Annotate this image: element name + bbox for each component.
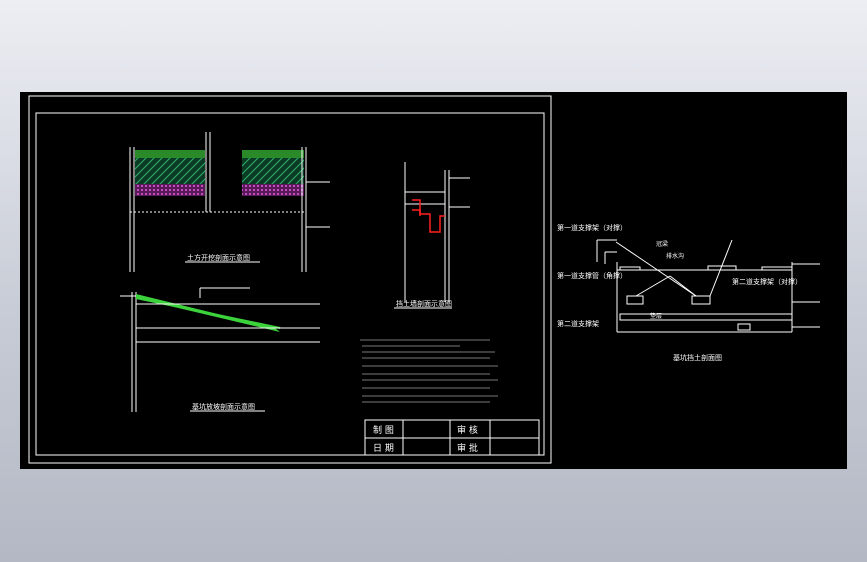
sheet-inner-frame bbox=[35, 112, 545, 456]
title-block-approve-label: 审 批 bbox=[457, 442, 478, 454]
label-first-support-left: 第一道支撑架（对撑） bbox=[557, 223, 627, 232]
pile-section-title: 基坑挡土剖面图 bbox=[673, 353, 722, 362]
notes-block bbox=[360, 339, 498, 403]
label-crown-beam: 冠梁 bbox=[656, 240, 668, 248]
label-second-support: 第二道支撑架 bbox=[557, 319, 599, 328]
label-first-support-mid: 第一道支撑管（角撑） bbox=[557, 271, 627, 280]
cad-drawing-canvas: 土方开挖剖面示意图 基坑放坡剖面示意图 挡土墙剖面示意图 bbox=[20, 92, 847, 469]
label-bottom-slab: 垫层 bbox=[650, 312, 662, 320]
retaining-section-title: 挡土墙剖面示意图 bbox=[396, 299, 452, 308]
slope-section-drawing: 基坑放坡剖面示意图 bbox=[120, 287, 320, 412]
excavation-section-drawing: 土方开挖剖面示意图 bbox=[129, 132, 330, 272]
title-block-date-label: 日 期 bbox=[373, 443, 394, 454]
label-second-support-right: 第二道支撑架（对撑） bbox=[732, 277, 802, 286]
pile-section-drawing: 第一道支撑架（对撑） 第一道支撑管（角撑） 第二道支撑架 第二道支撑架（对撑） … bbox=[557, 223, 820, 362]
title-block-drawn-label: 制 图 bbox=[373, 424, 394, 436]
sheet-outer-frame bbox=[28, 95, 552, 464]
label-drain-ditch: 排水沟 bbox=[666, 252, 684, 260]
excavation-plan-title: 土方开挖剖面示意图 bbox=[187, 253, 250, 262]
retaining-section-drawing: 挡土墙剖面示意图 bbox=[394, 162, 470, 309]
title-block-review-label: 审 核 bbox=[457, 424, 478, 436]
slope-section-title: 基坑放坡剖面示意图 bbox=[192, 402, 255, 411]
title-block: 制 图 日 期 审 核 审 批 bbox=[364, 419, 540, 456]
